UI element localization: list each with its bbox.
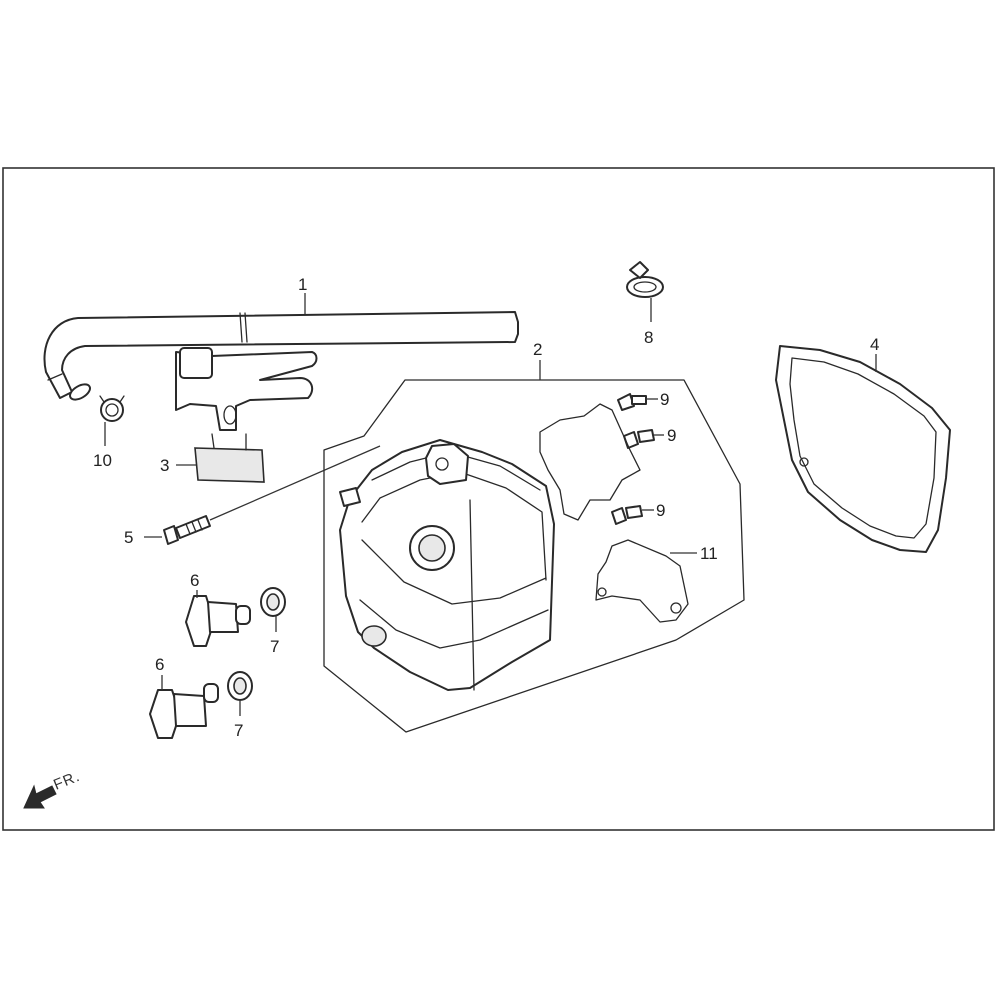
part-6-lower-stud-bolt[interactable]: [149, 683, 219, 739]
part-1-breather-hose[interactable]: [43, 311, 519, 403]
callout-8: 8: [644, 328, 653, 347]
part-7-upper-washer[interactable]: [260, 587, 286, 617]
part-7-lower-washer[interactable]: [227, 671, 253, 701]
callout-7b: 7: [234, 721, 243, 740]
front-direction-arrow: [23, 784, 57, 809]
assembly-2-boundary: [323, 379, 745, 733]
leader-5-long: [209, 445, 381, 521]
part-2-cylinder-head-cover[interactable]: [339, 439, 555, 691]
part-9-bolt-3[interactable]: [611, 505, 643, 525]
callout-9b: 9: [667, 426, 676, 445]
part-8-hose-clamp[interactable]: [626, 261, 664, 298]
callout-7a: 7: [270, 637, 279, 656]
callout-3: 3: [160, 456, 169, 475]
part-2-inner-gasket: [539, 403, 641, 521]
part-3-breather-bracket[interactable]: [175, 347, 318, 483]
callout-4: 4: [870, 335, 879, 354]
callout-11: 11: [700, 544, 718, 563]
part-9-bolt-1[interactable]: [617, 393, 647, 411]
callout-1: 1: [298, 275, 307, 294]
callout-10: 10: [93, 451, 112, 470]
part-10-hose-clip[interactable]: [99, 395, 125, 422]
front-direction-label: FR.: [51, 768, 83, 794]
callout-9a: 9: [660, 390, 669, 409]
part-4-cover-gasket[interactable]: [775, 345, 951, 553]
callout-5: 5: [124, 528, 133, 547]
diagram-frame: [2, 167, 995, 831]
callout-6a: 6: [190, 571, 199, 590]
part-11-gasket[interactable]: [595, 539, 689, 623]
callout-2: 2: [533, 340, 542, 359]
callout-6b: 6: [155, 655, 164, 674]
part-6-upper-stud-bolt[interactable]: [185, 595, 251, 647]
part-5-bolt[interactable]: [163, 515, 211, 545]
callout-9c: 9: [656, 501, 665, 520]
